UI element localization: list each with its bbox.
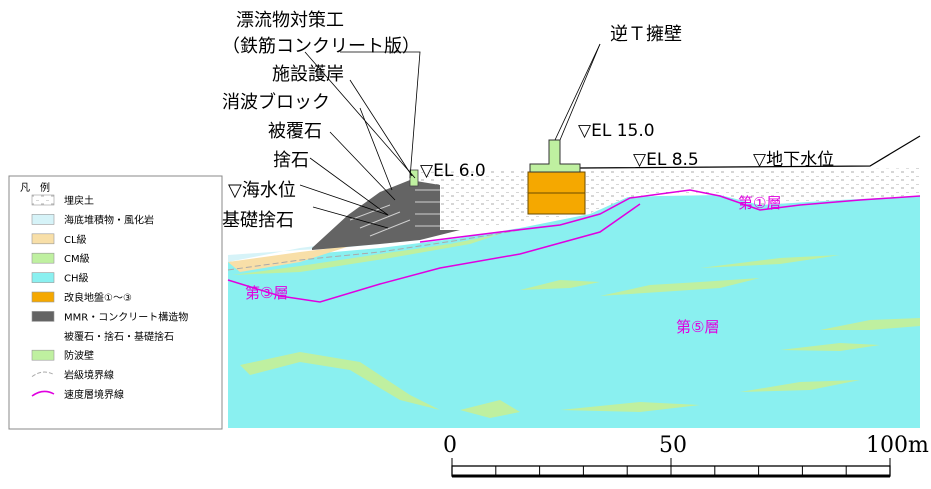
legend-label: CH級	[64, 272, 89, 285]
legend-title: 凡 例	[20, 181, 50, 194]
legend-swatch	[31, 252, 55, 264]
label-drift-measure: 漂流物対策工	[236, 10, 344, 31]
layer-labels: 第①層 第③層 第⑤層	[245, 194, 781, 336]
legend-item: 海底堆積物・風化岩	[31, 213, 154, 226]
legend-item: 岩級境界線	[31, 369, 114, 382]
label-layer5: 第⑤層	[676, 318, 719, 336]
legend-label: 改良地盤①～③	[64, 291, 132, 304]
legend-label: 岩級境界線	[64, 369, 114, 382]
legend-label: CL級	[64, 233, 87, 246]
label-wave-block: 消波ブロック	[222, 91, 330, 113]
cm-rock-lens-1	[600, 278, 760, 296]
label-foundation-rubble: 基礎捨石	[222, 210, 294, 231]
legend-item: MMR・コンクリート構造物	[31, 310, 188, 323]
legend-label: 速度層境界線	[64, 388, 124, 401]
inverted-t-wall	[529, 139, 581, 173]
rubble-mound	[312, 180, 460, 250]
scale-tick-100: 100m	[866, 433, 929, 458]
legend-item: 防波壁	[31, 349, 94, 362]
velocity-boundary-3	[227, 203, 641, 303]
legend-item: 速度層境界線	[31, 388, 124, 401]
legend-swatch	[31, 214, 55, 225]
label-layer3: 第③層	[245, 284, 288, 302]
cm-rock-lens-3	[700, 255, 840, 268]
velocity-boundary-1	[419, 189, 921, 243]
scale-tick-50: 50	[659, 433, 687, 458]
label-el-15: ▽EL 15.0	[578, 121, 655, 141]
legend-swatch	[31, 194, 55, 206]
label-el-6: ▽EL 6.0	[420, 161, 486, 181]
rock-class-boundary	[227, 229, 521, 271]
legend-label: 防波壁	[64, 349, 94, 362]
scale-tick-0: 0	[443, 433, 457, 458]
annotation-labels: 漂流物対策工 （鉄筋コンクリート版） 施設護岸 消波ブロック 被覆石 捨石 ▽海…	[222, 10, 834, 231]
legend-item: CH級	[31, 272, 89, 285]
legend-swatch	[31, 349, 55, 361]
legend-swatch	[31, 311, 55, 322]
label-drift-measure-sub: （鉄筋コンクリート版）	[222, 36, 420, 57]
legend-swatch	[31, 233, 55, 245]
seawall-cap	[409, 169, 419, 187]
label-layer1: 第①層	[738, 194, 781, 212]
label-groundwater: ▽地下水位	[753, 150, 834, 170]
mound-steps	[349, 189, 440, 237]
label-facility-seawall: 施設護岸	[272, 64, 344, 85]
label-inverted-t-wall: 逆Ｔ擁壁	[610, 24, 682, 45]
ground-surface-line	[579, 135, 921, 169]
cm-rock-lens-2	[520, 280, 600, 290]
legend-item: 改良地盤①～③	[31, 291, 132, 304]
cm-rock-lens-9	[780, 343, 880, 351]
label-rubble: 捨石	[273, 150, 309, 171]
label-sea-level: ▽海水位	[228, 180, 296, 201]
legend-label: 埋戻土	[64, 194, 94, 207]
legend-item: 被覆石・捨石・基礎捨石	[64, 330, 174, 343]
legend-item: 埋戻土	[31, 194, 94, 207]
legend-item: CM級	[31, 252, 90, 265]
legend-line	[31, 371, 55, 378]
legend-label: 被覆石・捨石・基礎捨石	[64, 330, 174, 343]
cm-rock-lens-4	[240, 352, 440, 410]
leader-lines	[299, 43, 601, 229]
cm-rock-lens-6	[560, 402, 700, 412]
legend-line	[31, 390, 55, 397]
legend-label: 海底堆積物・風化岩	[64, 213, 154, 226]
legend-label: CM級	[64, 252, 90, 265]
legend-item: CL級	[31, 233, 87, 246]
legend-label: MMR・コンクリート構造物	[64, 310, 188, 323]
label-armor-stone: 被覆石	[268, 121, 322, 142]
label-el-8-5: ▽EL 8.5	[633, 150, 699, 170]
seawall-structures	[312, 139, 586, 250]
legend-swatch	[31, 291, 55, 303]
cm-rock-lens-7	[740, 380, 860, 392]
legend-swatch	[31, 272, 55, 283]
cm-rock-lens-5	[460, 400, 520, 418]
cm-rock-lens-8	[820, 318, 920, 330]
scale-bar: 0 50 100m	[443, 433, 929, 478]
